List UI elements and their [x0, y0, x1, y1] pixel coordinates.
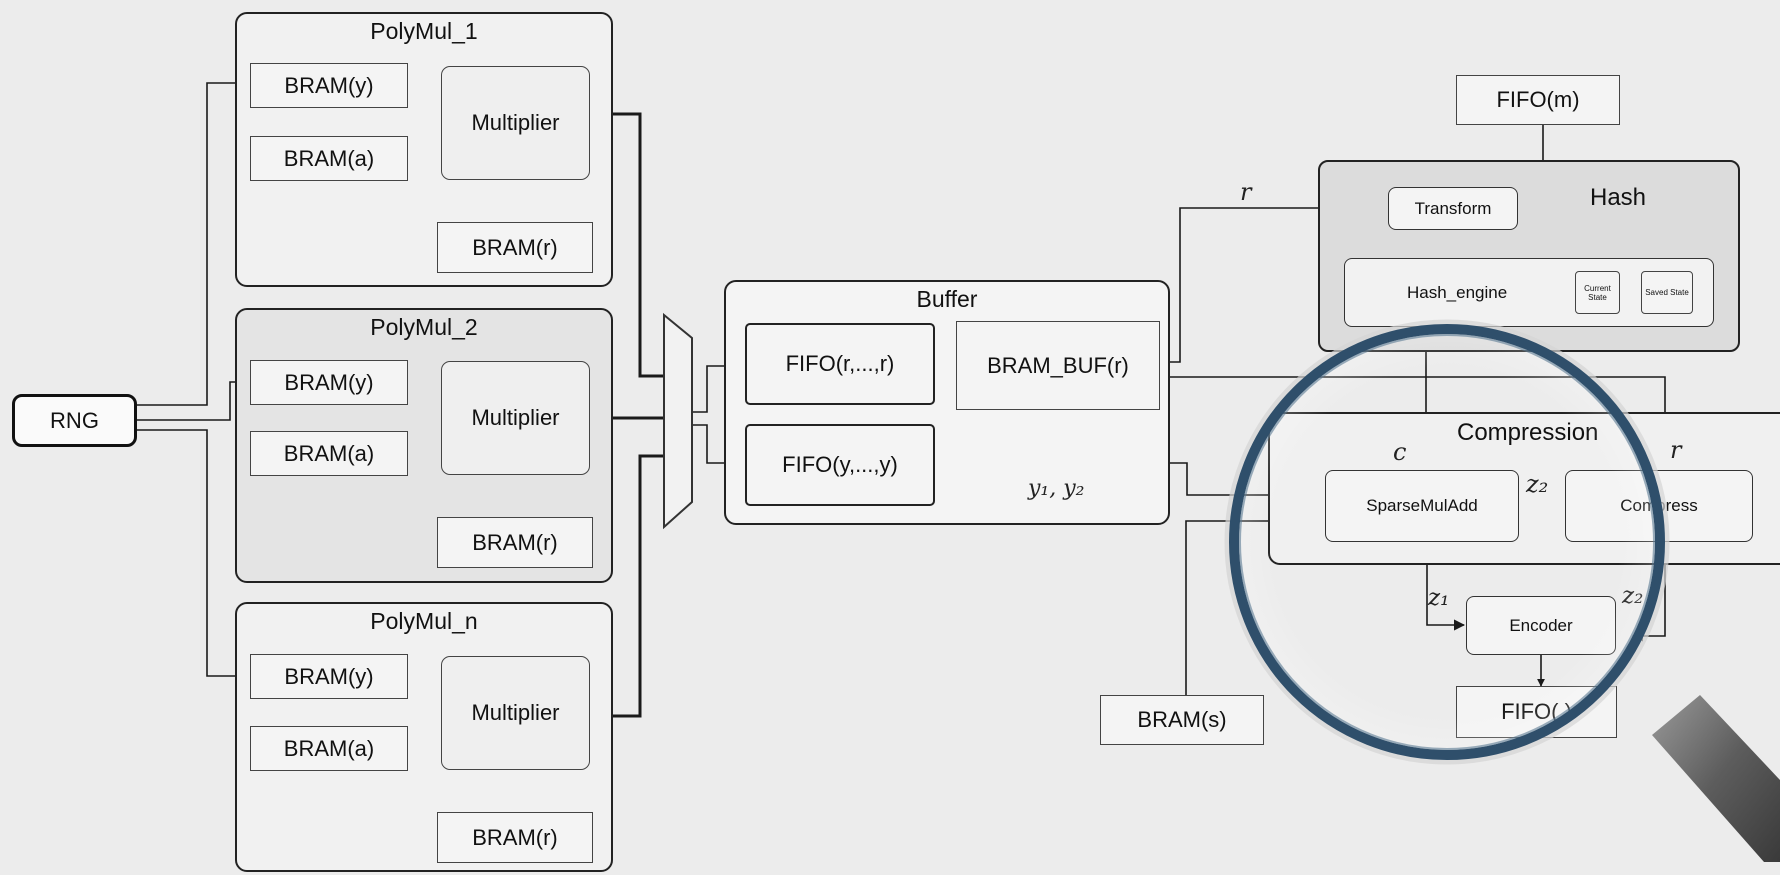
compression-z2-label: z₂	[1526, 470, 1548, 498]
hash-transform: Transform	[1388, 187, 1518, 230]
hash-saved-state-label: Saved State	[1645, 288, 1689, 297]
buffer-fifo-r-label: FIFO(r,...,r)	[786, 351, 895, 377]
compress-block-label: Compress	[1620, 496, 1697, 516]
fifo-m: FIFO(m)	[1456, 75, 1620, 125]
buffer-fifo-y: FIFO(y,...,y)	[745, 424, 935, 506]
sparse-mul-add-label: SparseMulAdd	[1366, 496, 1478, 516]
buffer-y-label: y₁, y₂	[1028, 476, 1084, 501]
compression-z2-prime-label: z₂	[1622, 583, 1643, 609]
encoder-block: Encoder	[1466, 596, 1616, 655]
bram-s-label: BRAM(s)	[1137, 707, 1226, 733]
compression-c-label: c	[1393, 438, 1406, 466]
bram-s: BRAM(s)	[1100, 695, 1264, 745]
sparse-mul-add: SparseMulAdd	[1325, 470, 1519, 542]
hash-current-state: Current State	[1575, 271, 1620, 314]
compression-r-label: r	[1670, 436, 1681, 464]
fifo-out-label: FIFO( )	[1501, 699, 1572, 725]
hash-saved-state: Saved State	[1641, 271, 1693, 314]
fifo-m-label: FIFO(m)	[1496, 87, 1579, 113]
compression-z1-label: z₁	[1428, 585, 1449, 611]
encoder-block-label: Encoder	[1509, 616, 1572, 636]
hash-engine-label: Hash_engine	[1407, 283, 1507, 303]
fifo-out: FIFO( )	[1456, 686, 1617, 738]
compress-block: Compress	[1565, 470, 1753, 542]
hash-r-label: r	[1240, 178, 1251, 206]
hash-transform-label: Transform	[1415, 199, 1492, 219]
buffer-bram-buf-label: BRAM_BUF(r)	[987, 353, 1129, 379]
buffer-bram-buf: BRAM_BUF(r)	[956, 321, 1160, 410]
buffer-fifo-y-label: FIFO(y,...,y)	[782, 452, 898, 478]
buffer-fifo-r: FIFO(r,...,r)	[745, 323, 935, 405]
hash-current-state-label: Current State	[1576, 284, 1619, 302]
